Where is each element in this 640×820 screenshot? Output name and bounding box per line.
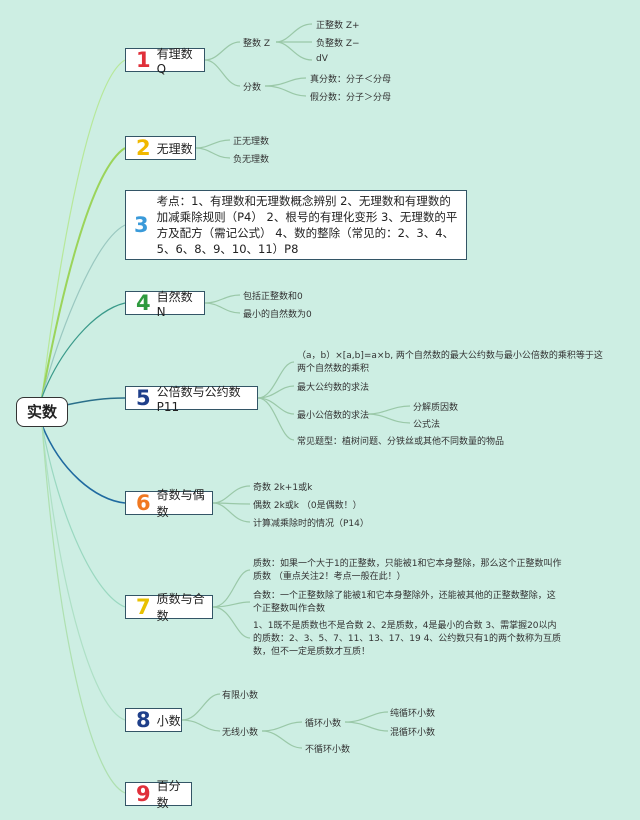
node-label: 奇数与偶数 — [156, 488, 205, 519]
label-lcm-c2: 公式法 — [413, 420, 441, 430]
node-number: 3 — [134, 213, 149, 237]
label-improper: 假分数：分子＞分母 — [310, 93, 392, 103]
node-exam-points: 3 考点：1、有理数和无理数概念辨别 2、无理数和有理数的加减乘除规则（P4） … — [125, 190, 467, 260]
label-prime: 质数：如果一个大于1的正整数，只能被1和它本身整除，那么这个正整数叫作质数 （重… — [253, 559, 562, 582]
label-even: 偶数 2k或k （0是偶数！） — [253, 501, 362, 511]
node-prime-composite: 7 质数与合数 — [125, 592, 213, 623]
node-number: 2 — [136, 136, 151, 160]
label-lcm-b: 最大公约数的求法 — [297, 383, 370, 393]
label-lcm-c: 最小公倍数的求法 — [297, 411, 370, 421]
label-natural-b: 最小的自然数为0 — [243, 310, 312, 320]
node-label: 自然数 N — [156, 289, 193, 319]
node-natural: 4 自然数 N — [125, 290, 205, 319]
label-dv: dV — [316, 54, 328, 64]
node-number: 4 — [136, 291, 151, 315]
label-calc: 计算减乘除时的情况（P14） — [253, 519, 369, 529]
label-odd: 奇数 2k+1或k — [253, 483, 313, 493]
label-pos-int: 正整数 Z+ — [316, 21, 360, 31]
node-number: 5 — [136, 386, 151, 410]
label-natural-a: 包括正整数和0 — [243, 292, 303, 302]
label-noncyclic: 不循环小数 — [305, 745, 351, 755]
label-cyclic: 循环小数 — [305, 719, 342, 729]
label-pure: 纯循环小数 — [390, 709, 436, 719]
label-neg-irrational: 负无理数 — [233, 155, 270, 165]
node-label: 百分数 — [156, 779, 181, 810]
node-label: 有理数 Q — [156, 46, 193, 76]
node-odd-even: 6 奇数与偶数 — [125, 488, 213, 519]
label-infinite: 无线小数 — [222, 728, 259, 738]
label-lcm-d: 常见题型：植树问题、分铁丝或其他不同数量的物品 — [297, 437, 505, 447]
node-label: 小数 — [156, 713, 181, 728]
label-proper: 真分数：分子＜分母 — [310, 75, 392, 85]
label-fraction: 分数 — [243, 83, 262, 93]
label-mixed: 混循环小数 — [390, 728, 436, 738]
label-lcm-c1: 分解质因数 — [413, 403, 459, 413]
root-node: 实数 — [16, 397, 68, 427]
node-label: 公倍数与公约数 P11 — [156, 384, 241, 414]
node-lcm-gcd: 5 公倍数与公约数 P11 — [125, 385, 258, 414]
node-percent: 9 百分数 — [125, 779, 192, 810]
node-label: 质数与合数 — [156, 592, 205, 623]
node-number: 1 — [136, 48, 151, 72]
node-number: 7 — [136, 595, 151, 619]
label-integer: 整数 Z — [243, 39, 271, 49]
label-neg-int: 负整数 Z− — [316, 39, 360, 49]
label-prime-notes: 1、1既不是质数也不是合数 2、2是质数，4是最小的合数 3、需掌握20以内的质… — [253, 621, 562, 657]
node-number: 8 — [136, 708, 151, 732]
node-irrational: 2 无理数 — [125, 136, 196, 160]
node-number: 6 — [136, 491, 151, 515]
node-decimal: 8 小数 — [125, 708, 182, 732]
label-pos-irrational: 正无理数 — [233, 137, 270, 147]
node-number: 9 — [136, 782, 151, 806]
node-rational: 1 有理数 Q — [125, 47, 205, 76]
node-label: 无理数 — [156, 141, 193, 156]
label-composite: 合数：一个正整数除了能被1和它本身整除外，还能被其他的正整数整除，这个正整数叫作… — [253, 591, 556, 614]
label-finite: 有限小数 — [222, 691, 259, 701]
label-lcm-a: （a，b）×[a,b]=a×b, 两个自然数的最大公约数与最小公倍数的乘积等于这… — [297, 351, 603, 374]
node-label: 考点：1、有理数和无理数概念辨别 2、无理数和有理数的加减乘除规则（P4） 2、… — [156, 194, 458, 256]
